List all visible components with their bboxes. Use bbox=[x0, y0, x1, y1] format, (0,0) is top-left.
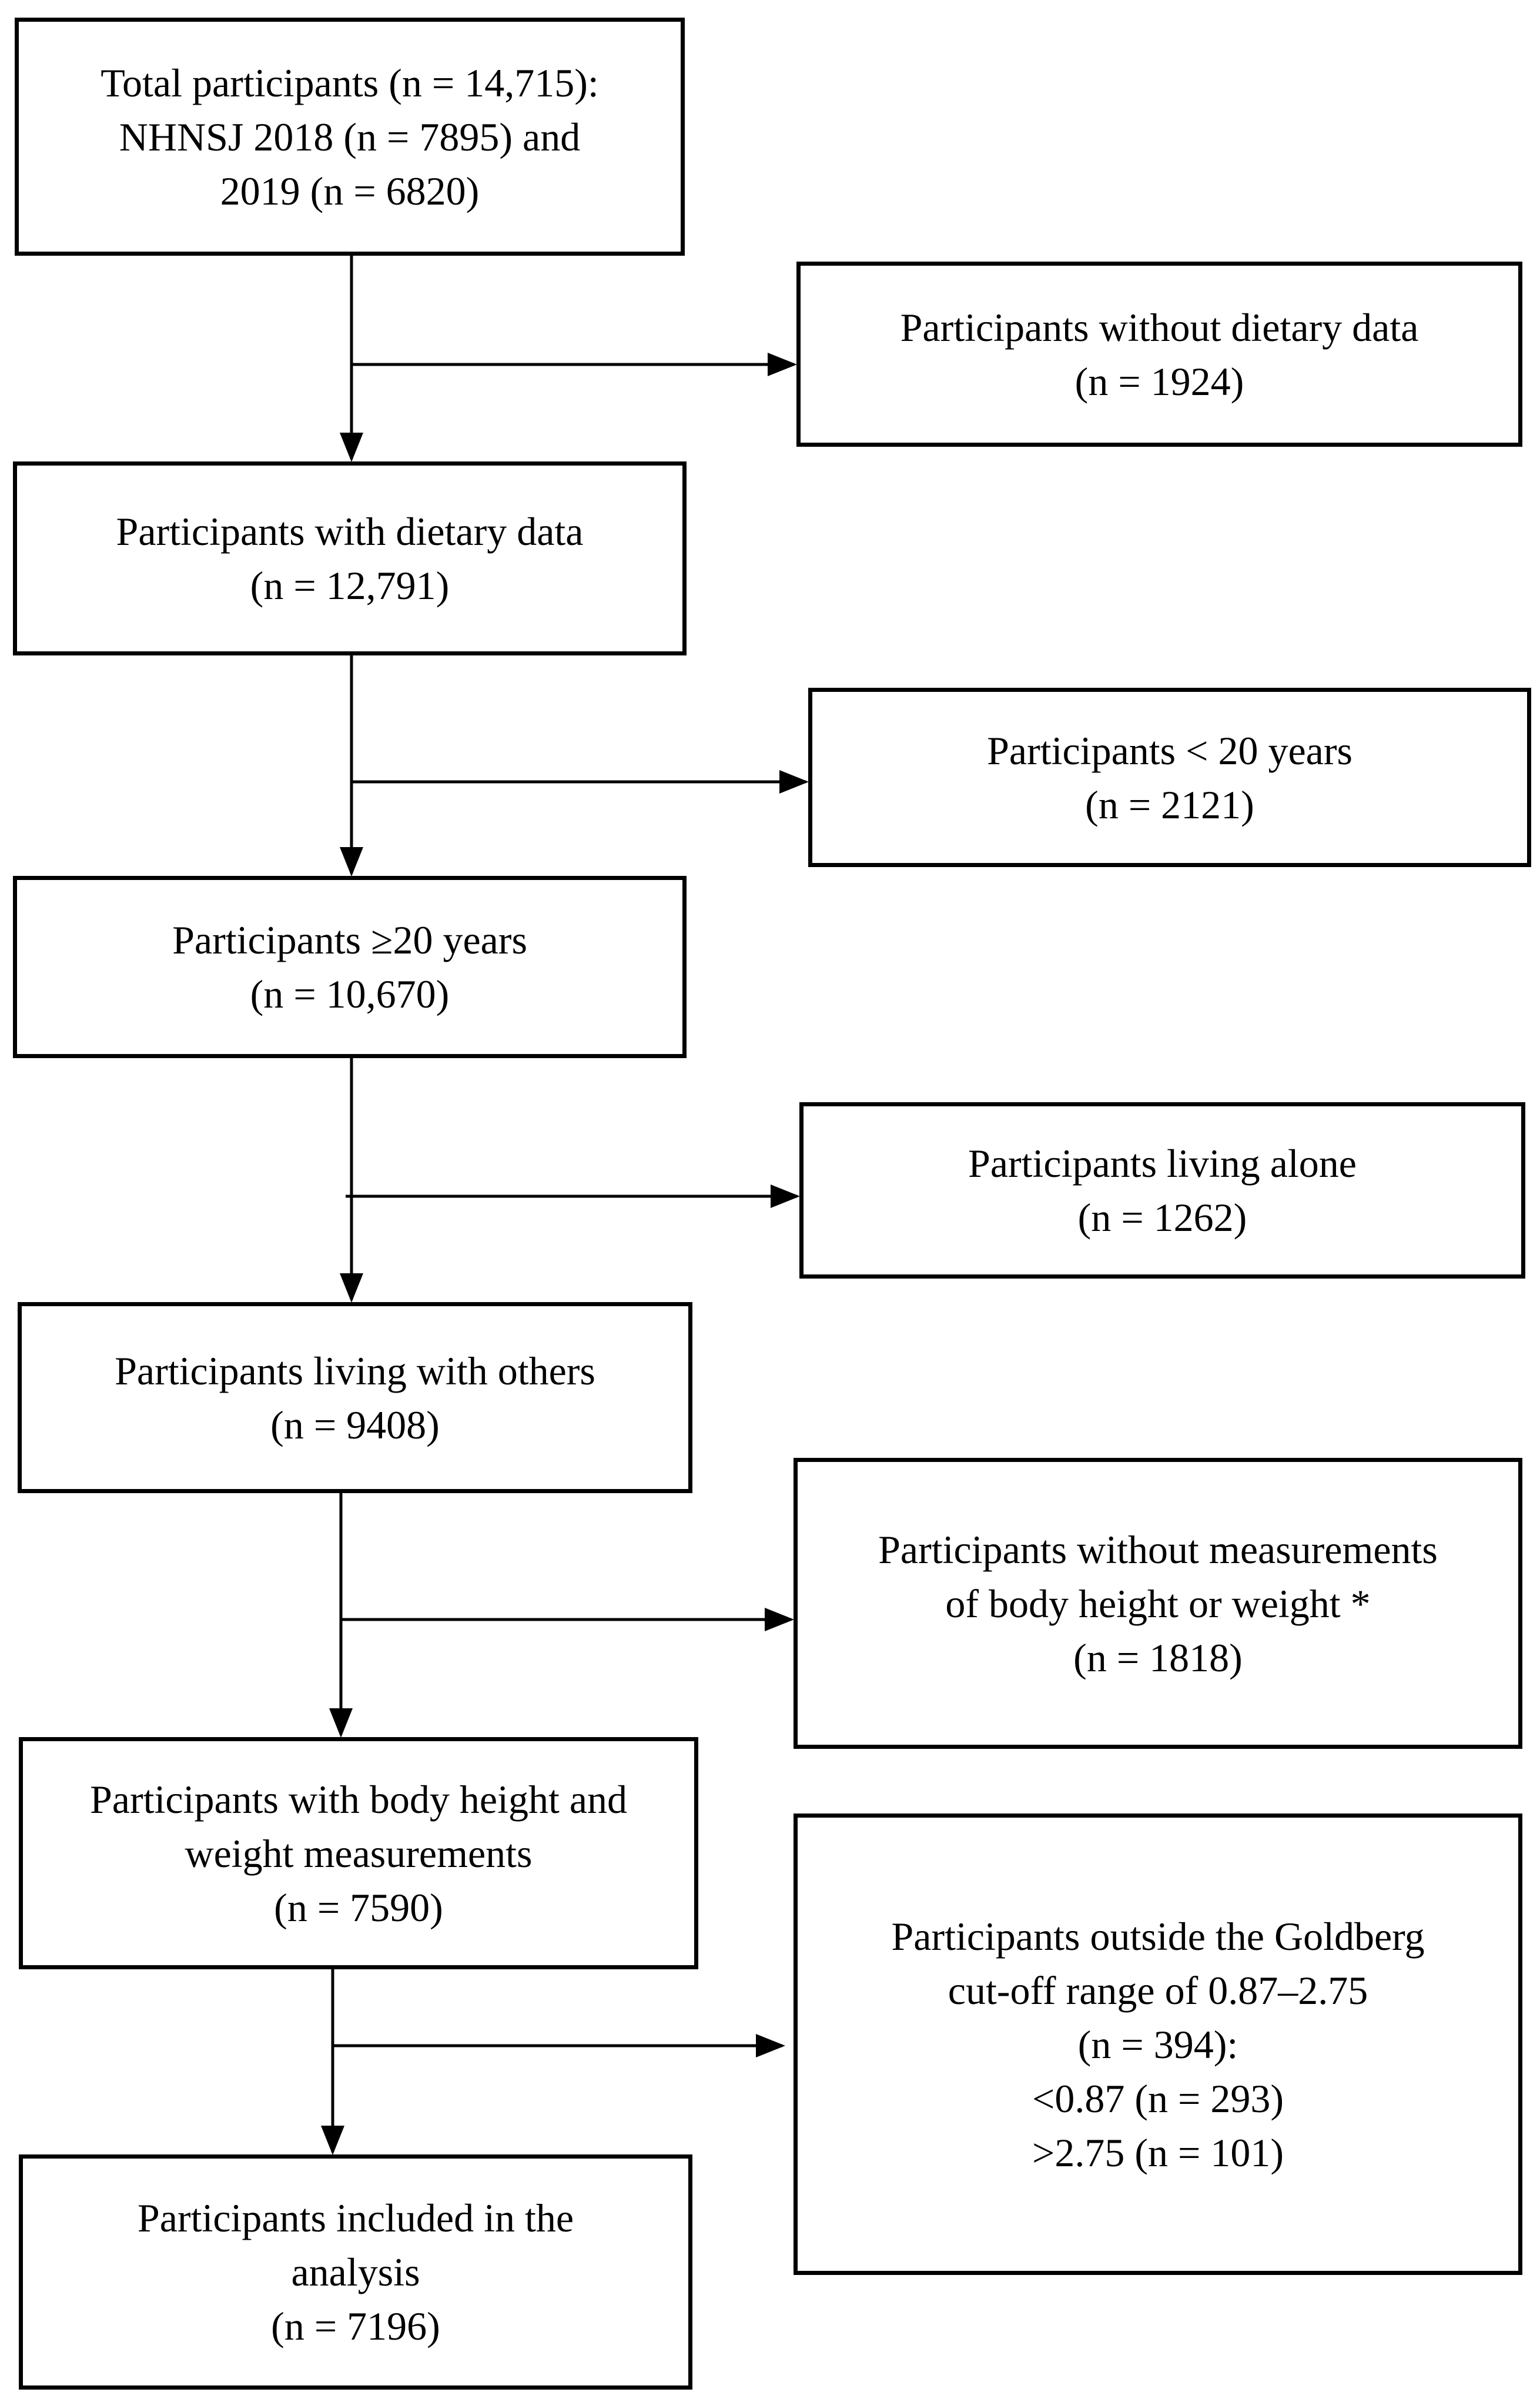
exclusion-box-text: Participants without dietary data (n = 1… bbox=[900, 300, 1419, 409]
exclusion-box-goldberg-cutoff: Participants outside the Goldberg cut-of… bbox=[794, 1814, 1522, 2275]
main-box-text: Participants included in the analysis (n… bbox=[138, 2191, 574, 2353]
text-line: cut-off range of 0.87–2.75 bbox=[948, 1968, 1368, 2013]
main-box-text: Participants living with others (n = 940… bbox=[115, 1344, 595, 1452]
main-box-text: Participants ≥20 years (n = 10,670) bbox=[172, 913, 527, 1021]
text-line: NHNSJ 2018 (n = 7895) and bbox=[119, 114, 581, 159]
main-box-dietary-data: Participants with dietary data (n = 12,7… bbox=[13, 461, 687, 655]
text-line: (n = 7196) bbox=[271, 2304, 440, 2348]
text-line: Participants outside the Goldberg bbox=[891, 1913, 1425, 1959]
text-line: (n = 9408) bbox=[270, 1402, 440, 1447]
text-line: of body height or weight * bbox=[945, 1581, 1371, 1626]
exclusion-box-under-20: Participants < 20 years (n = 2121) bbox=[808, 688, 1531, 867]
main-box-included-in-analysis: Participants included in the analysis (n… bbox=[19, 2154, 692, 2390]
exclusion-box-text: Participants outside the Goldberg cut-of… bbox=[891, 1909, 1424, 2180]
main-box-text: Participants with dietary data (n = 12,7… bbox=[116, 504, 584, 613]
text-line: Participants included in the bbox=[137, 2196, 574, 2240]
text-line: Participants with body height and bbox=[89, 1776, 628, 1822]
text-line: (n = 12,791) bbox=[250, 563, 450, 608]
text-line: (n = 1262) bbox=[1077, 1195, 1247, 1240]
exclusion-box-text: Participants < 20 years (n = 2121) bbox=[987, 724, 1352, 832]
text-line: (n = 2121) bbox=[1085, 782, 1254, 827]
text-line: analysis bbox=[291, 2250, 420, 2294]
text-line: Total participants (n = 14,715): bbox=[101, 60, 599, 105]
text-line: (n = 1818) bbox=[1073, 1635, 1243, 1680]
text-line: >2.75 (n = 101) bbox=[1032, 2130, 1284, 2175]
text-line: Participants < 20 years bbox=[987, 728, 1352, 773]
text-line: (n = 1924) bbox=[1074, 359, 1244, 404]
main-box-text: Total participants (n = 14,715): NHNSJ 2… bbox=[101, 56, 599, 218]
main-box-age-20-plus: Participants ≥20 years (n = 10,670) bbox=[13, 876, 687, 1058]
text-line: Participants with dietary data bbox=[116, 509, 584, 554]
text-line: (n = 10,670) bbox=[250, 972, 450, 1016]
text-line: <0.87 (n = 293) bbox=[1032, 2076, 1284, 2121]
exclusion-box-text: Participants without measurements of bod… bbox=[878, 1523, 1438, 1685]
text-line: Participants living alone bbox=[968, 1141, 1357, 1186]
text-line: 2019 (n = 6820) bbox=[220, 168, 480, 213]
exclusion-box-no-dietary-data: Participants without dietary data (n = 1… bbox=[796, 262, 1522, 447]
text-line: weight measurements bbox=[185, 1831, 533, 1876]
main-box-living-with-others: Participants living with others (n = 940… bbox=[18, 1302, 692, 1493]
exclusion-box-missing-measurements: Participants without measurements of bod… bbox=[794, 1458, 1522, 1749]
main-box-text: Participants with body height and weight… bbox=[90, 1772, 627, 1935]
exclusion-box-text: Participants living alone (n = 1262) bbox=[968, 1136, 1357, 1244]
text-line: Participants ≥20 years bbox=[172, 918, 527, 962]
text-line: Participants without dietary data bbox=[900, 305, 1419, 350]
main-box-total-participants: Total participants (n = 14,715): NHNSJ 2… bbox=[15, 18, 685, 256]
text-line: Participants living with others bbox=[115, 1348, 595, 1393]
text-line: Participants without measurements bbox=[878, 1527, 1438, 1572]
text-line: (n = 394): bbox=[1077, 2022, 1238, 2067]
main-box-body-measurements: Participants with body height and weight… bbox=[19, 1737, 698, 1969]
text-line: (n = 7590) bbox=[274, 1885, 443, 1930]
exclusion-box-living-alone: Participants living alone (n = 1262) bbox=[799, 1102, 1525, 1279]
